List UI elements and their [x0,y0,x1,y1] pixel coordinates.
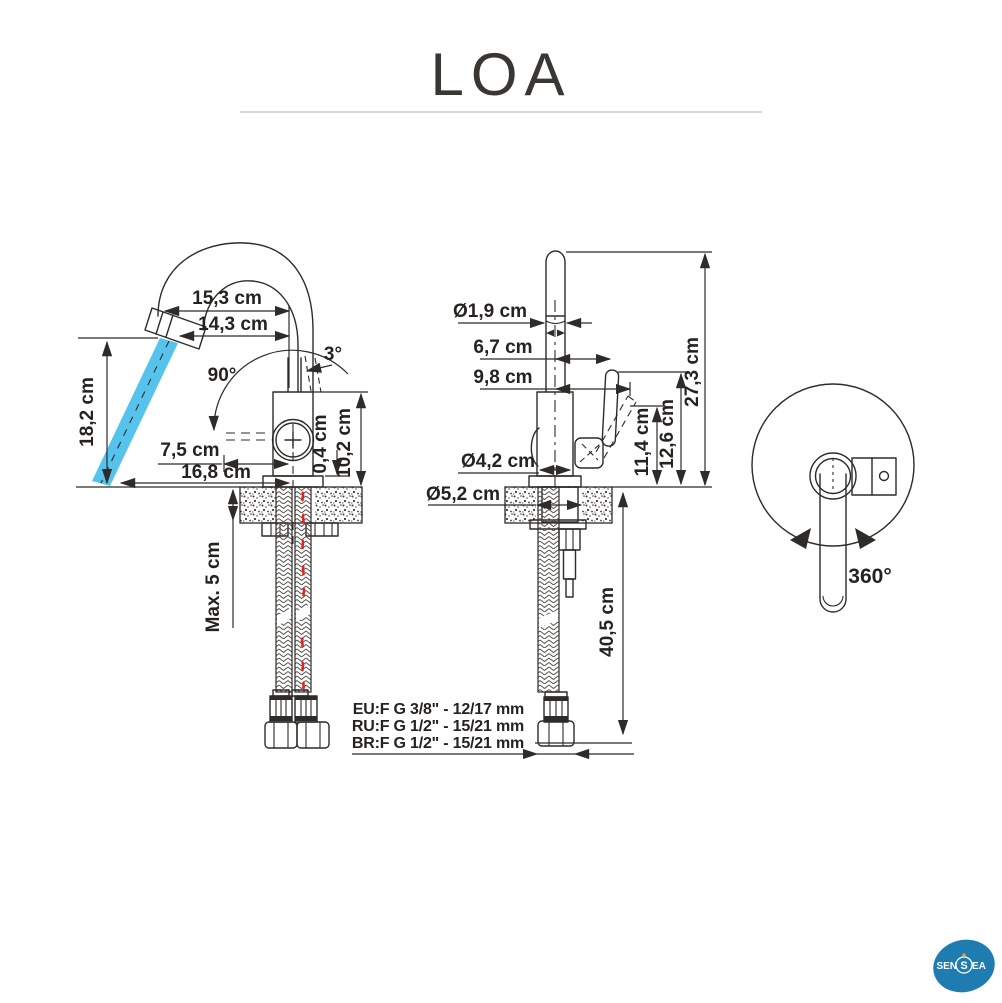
dim-spout-diameter: Ø1,9 cm [453,301,527,322]
dim-handle-height-low: 11,4 cm [632,408,653,477]
dim-total-height: 27,3 cm [682,337,703,407]
hose-connector-front [537,691,575,747]
rotation-arrow-right [855,528,876,549]
hose-connectors-side [264,689,330,749]
hose-cold [275,486,293,693]
logo-accent-dot [962,953,966,957]
dim-rotation: 360° [848,565,891,588]
page-title: LOA [430,41,571,108]
logo-text-right: EA [972,961,986,972]
connection-sizes: EU:F G 3/8" - 12/17 mm RU:F G 1/2" - 15/… [352,701,634,760]
dim-base-thickness: 0,4 cm [310,414,331,473]
swivel-arc [208,349,349,432]
dim-hose-length: 40,5 cm [597,587,618,657]
logo-background [933,939,995,993]
rotation-arrow-left [790,528,811,549]
connection-ru: RU:F G 1/2" - 15/21 mm [352,718,524,735]
side-view-dimensions: 15,3 cm 14,3 cm 90° 3° 18,2 cm 7,5 cm 16… [76,288,368,632]
dim-outlet-height: 18,2 cm [77,377,98,447]
dim-total-reach: 16,8 cm [181,462,251,483]
rotation-circle [751,383,915,547]
logo-text-left: SEN [936,961,957,972]
spout-tube-front [545,250,566,393]
spout-nozzle [144,307,207,350]
logo-text-mid: S [960,960,967,972]
dim-spout-reach: 14,3 cm [198,314,268,335]
dim-handle-reach: 9,8 cm [473,367,532,388]
side-view-diagram: 15,3 cm 14,3 cm 90° 3° 18,2 cm 7,5 cm 16… [76,242,368,749]
connection-br: BR:F G 1/2" - 15/21 mm [352,735,524,752]
dim-handle-height-high: 12,6 cm [657,399,678,469]
dim-body-height: 10,2 cm [334,408,355,478]
hose-front [537,486,560,693]
dim-max-counter-thickness: Max. 5 cm [203,542,224,633]
front-view-diagram: Ø1,9 cm 6,7 cm 9,8 cm 27,3 cm Ø4,2 cm Ø5… [352,250,712,760]
spout-top-view [819,473,847,613]
dim-tilt-angle: 3° [324,344,342,365]
dim-swivel-angle: 90° [208,365,237,386]
handle-lever-alt-position [595,395,637,459]
brand-logo: SEN S EA [933,939,995,993]
mounting-stud [558,528,581,598]
connection-eu: EU:F G 3/8" - 12/17 mm [353,701,524,718]
handle-lever [601,369,620,447]
front-view-dimensions: Ø1,9 cm 6,7 cm 9,8 cm 27,3 cm Ø4,2 cm Ø5… [426,251,712,744]
top-view-diagram: 360° [751,383,915,613]
dim-base-diameter: Ø5,2 cm [426,484,500,505]
water-stream [92,338,178,486]
handle-socket [574,437,604,469]
dim-handle-offset: 6,7 cm [473,337,532,358]
dim-lever-offset: 7,5 cm [160,440,219,461]
hot-water-markers [300,491,306,690]
handle-top-view [851,457,897,496]
dim-spout-reach-top: 15,3 cm [192,288,262,309]
dim-body-diameter: Ø4,2 cm [461,451,535,472]
